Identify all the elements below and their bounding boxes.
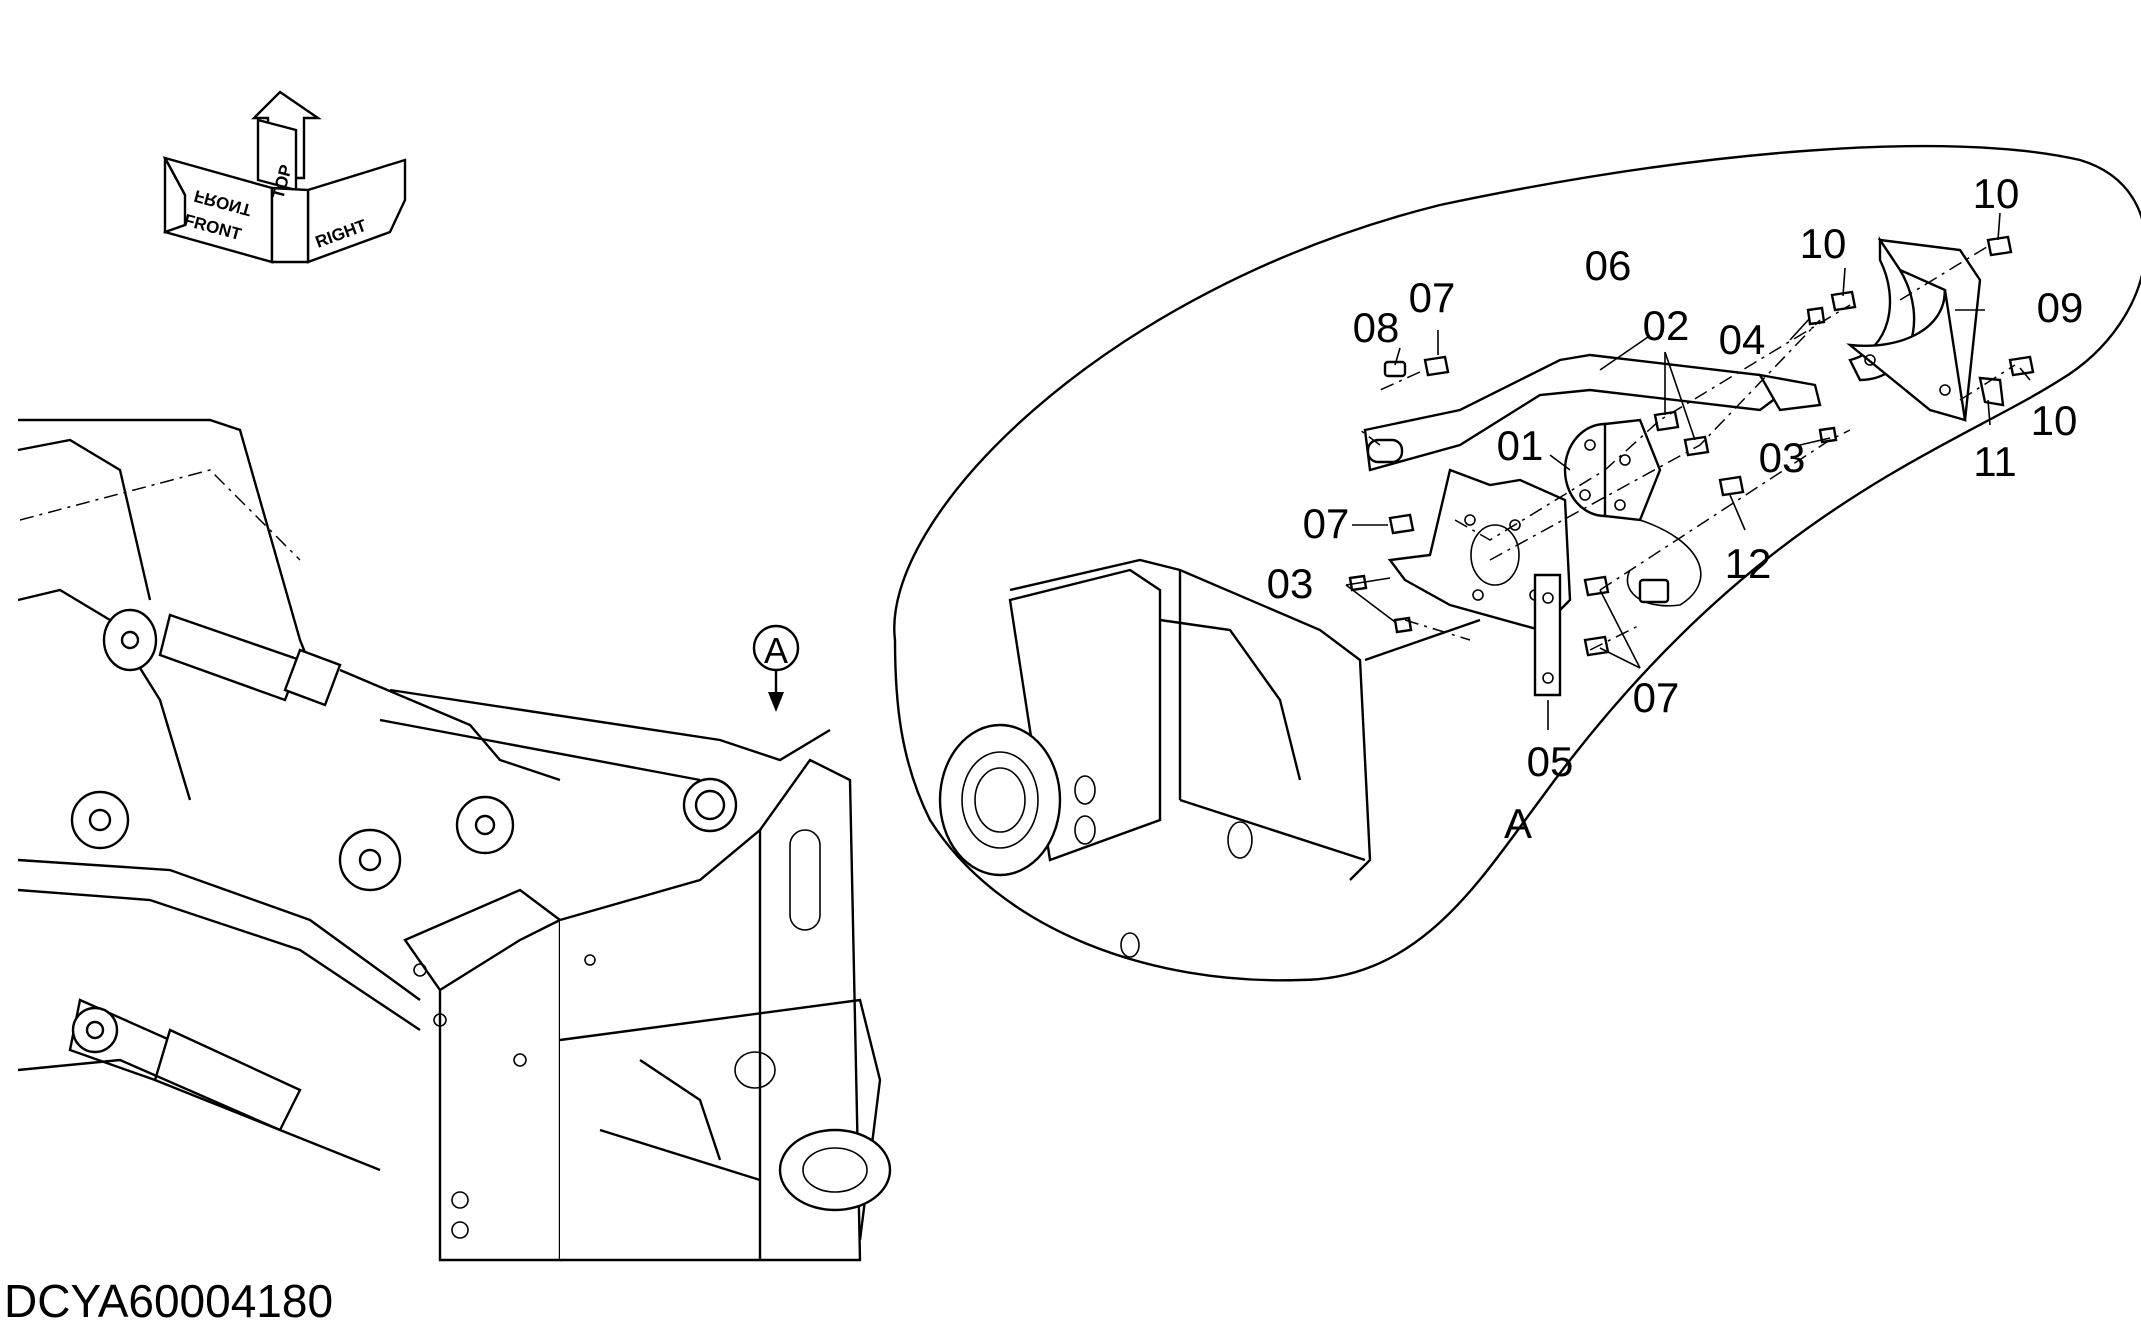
callout-03b: 03 — [1267, 560, 1314, 607]
nut-03c-icon — [1818, 426, 1838, 444]
bolt-07c-icon — [1583, 575, 1610, 597]
callout-11: 11 — [1973, 438, 2017, 485]
callout-09: 09 — [2037, 284, 2084, 331]
callout-03a: 03 — [1759, 434, 1806, 481]
callout-10b: 10 — [1800, 220, 1847, 267]
callout-07c: 07 — [1633, 674, 1680, 721]
detail-marker-a-label: A — [764, 630, 788, 671]
callout-labels: 10 10 10 06 07 08 02 04 09 01 03 11 07 0… — [1267, 170, 2084, 847]
callout-01: 01 — [1497, 422, 1544, 469]
machine-frame-overview — [17, 418, 892, 1262]
callout-04: 04 — [1719, 316, 1766, 363]
callout-10c: 10 — [2031, 397, 2078, 444]
detail-marker-a: A — [752, 624, 800, 712]
callout-02: 02 — [1643, 302, 1690, 349]
drawing-number: DCYA60004180 — [4, 1275, 334, 1327]
callout-07a: 07 — [1409, 274, 1456, 321]
detail-view-a — [893, 144, 2141, 982]
bolt-10b-icon — [1986, 235, 2013, 257]
callout-06: 06 — [1585, 242, 1632, 289]
bolt-07b-icon — [1388, 513, 1415, 535]
fasteners — [1348, 235, 2035, 657]
bolt-10c-icon — [2008, 355, 2035, 377]
bolt-02-icon — [1653, 410, 1680, 432]
washer-08-icon — [1383, 360, 1407, 378]
bolt-12-icon — [1718, 475, 1745, 497]
callout-05: 05 — [1527, 738, 1574, 785]
callout-07b: 07 — [1303, 500, 1350, 547]
orientation-arrows-icon: FRONT TOP RIGHT FRONT — [162, 90, 407, 264]
nut-03b-icon — [1393, 616, 1413, 634]
callout-10a: 10 — [1973, 170, 2020, 217]
bolt-02b-icon — [1683, 435, 1710, 457]
detail-view-a-label: A — [1504, 800, 1532, 847]
callout-08: 08 — [1353, 304, 1400, 351]
bolt-07-icon — [1423, 355, 1450, 377]
callout-12: 12 — [1725, 540, 1772, 587]
